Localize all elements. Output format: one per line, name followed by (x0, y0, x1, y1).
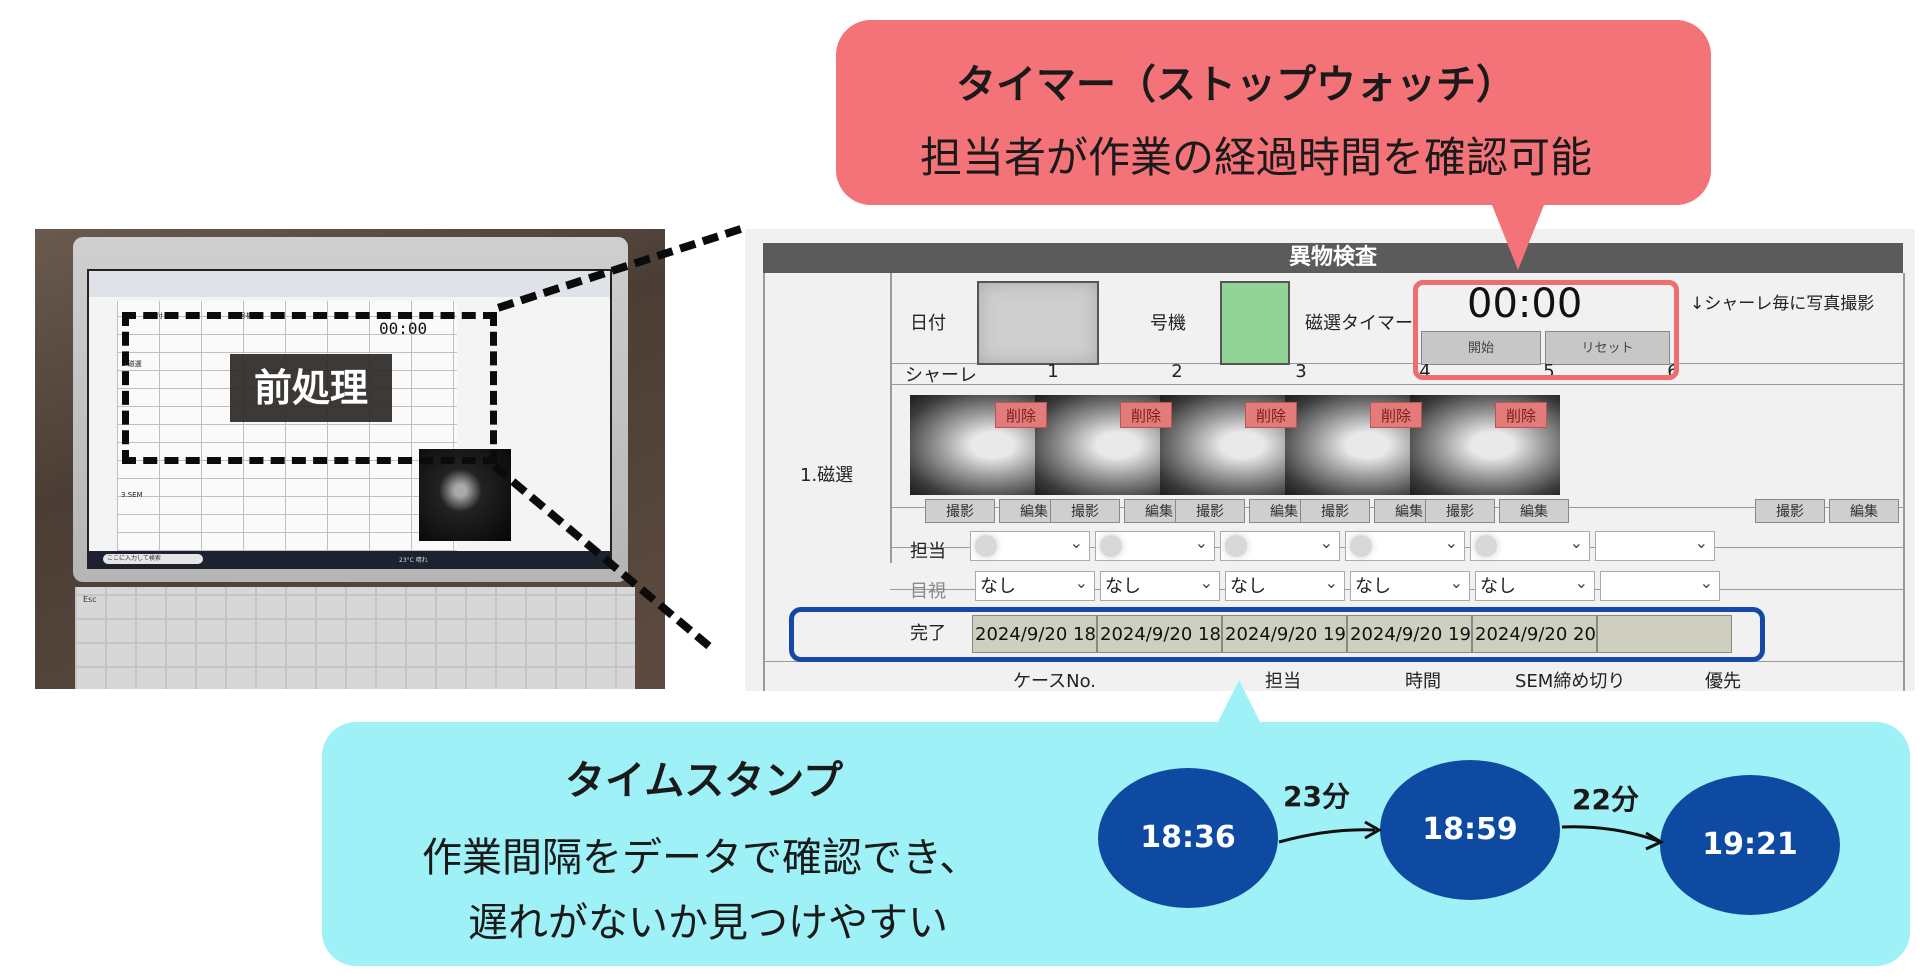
dish-number-5: 5 (1543, 361, 1555, 382)
grid-line (890, 384, 1905, 385)
capture-button-6[interactable]: 撮影 (1755, 499, 1825, 523)
delete-button-5[interactable]: 削除 (1495, 402, 1547, 428)
delete-button-4[interactable]: 削除 (1370, 402, 1422, 428)
arrow-right-icon (1561, 825, 1665, 851)
delete-button-3[interactable]: 削除 (1245, 402, 1297, 428)
edit-button-5[interactable]: 編集 (1499, 499, 1569, 523)
header-person: 担当 (1265, 671, 1301, 691)
timer-highlight (1413, 280, 1679, 380)
dish-number-4: 4 (1419, 361, 1431, 382)
magnet-timer-label: 磁選タイマー (1305, 313, 1413, 334)
zoom-region-label: 前処理 (230, 354, 392, 422)
photo-hint: ↓シャーレ毎に写真撮影 (1690, 294, 1875, 314)
visual-select-3[interactable]: なし (1225, 568, 1345, 601)
mini-sem-label: 3.SEM (121, 491, 143, 499)
zoomed-screen: 異物検査 日付 号機 磁選タイマー 00:00 開始 リセット ↓シャーレ毎に写… (745, 229, 1915, 691)
visual-select-6[interactable] (1600, 568, 1720, 601)
capture-button-4[interactable]: 撮影 (1300, 499, 1370, 523)
capture-button-2[interactable]: 撮影 (1050, 499, 1120, 523)
dish-label: シャーレ (905, 365, 977, 386)
header-priority: 優先 (1705, 671, 1741, 691)
header-case-no: ケースNo. (1013, 671, 1096, 691)
mini-timer: 00:00 (379, 319, 428, 338)
capture-button-1[interactable]: 撮影 (925, 499, 995, 523)
timestamp-diff-2: 22分 (1572, 783, 1639, 816)
laptop-keyboard: Esc (75, 587, 635, 689)
visual-label: 目視 (910, 581, 946, 602)
visual-select-5[interactable]: なし (1475, 568, 1595, 601)
browser-bar (89, 271, 610, 297)
header-sem-deadline: SEM締め切り (1515, 671, 1626, 691)
esc-key: Esc (83, 595, 97, 604)
process-label: 1.磁選 (800, 465, 854, 486)
date-label: 日付 (910, 313, 946, 334)
timer-start-button[interactable]: 開始 (1421, 331, 1541, 365)
taskbar-weather: 23°C 晴れ (399, 557, 428, 564)
timer-reset-button[interactable]: リセット (1545, 331, 1670, 365)
arrow-right-icon (1278, 820, 1383, 844)
done-label: 完了 (910, 623, 946, 644)
zoom-region-outline (122, 312, 497, 464)
timestamp-circle-3: 19:21 (1660, 775, 1840, 915)
timer-callout: タイマー（ストップウォッチ） 担当者が作業の経過時間を確認可能 (836, 20, 1711, 205)
timestamp-circle-1: 18:36 (1098, 768, 1278, 908)
timestamp-callout-title: タイムスタンプ (565, 758, 843, 804)
date-value-blurred (977, 281, 1099, 365)
mini-process-label: 1.磁選 (121, 360, 142, 368)
done-time-2: 2024/9/20 18:59 (1097, 615, 1222, 653)
timestamp-callout-line2: 遅れがないか見つけやすい (468, 900, 948, 946)
visual-select-2[interactable]: なし (1100, 568, 1220, 601)
dish-number-1: 1 (1047, 361, 1059, 382)
done-time-1: 2024/9/20 18:36 (972, 615, 1097, 653)
timestamp-diff-1: 23分 (1283, 780, 1350, 813)
capture-button-3[interactable]: 撮影 (1175, 499, 1245, 523)
timestamp-callout-pointer (1215, 680, 1263, 728)
dish-number-3: 3 (1295, 361, 1307, 382)
timestamp-highlight (789, 607, 1765, 662)
timer-callout-pointer (1490, 200, 1546, 270)
taskbar-search[interactable]: ここに入力して検索 (103, 554, 203, 564)
grid-line (890, 363, 1905, 364)
timestamp-circle-2: 18:59 (1380, 760, 1560, 900)
person-blurred-1 (975, 535, 997, 557)
timer-callout-subtitle: 担当者が作業の経過時間を確認可能 (920, 133, 1593, 182)
delete-button-2[interactable]: 削除 (1120, 402, 1172, 428)
timestamp-callout-line1: 作業間隔をデータで確認でき、 (422, 835, 980, 881)
timer-callout-title: タイマー（ストップウォッチ） (956, 62, 1516, 108)
person-blurred-3 (1225, 535, 1247, 557)
done-time-3: 2024/9/20 19:21 (1222, 615, 1347, 653)
taskbar: ここに入力して検索 23°C 晴れ (89, 551, 610, 567)
done-time-5: 2024/9/20 20:07 (1472, 615, 1597, 653)
visual-select-4[interactable]: なし (1350, 568, 1470, 601)
laptop-photo: 日付 号機 00:00 1.磁選 3.SEM ここに入力して検索 23°C 晴れ… (35, 229, 665, 689)
machine-value-blurred (1220, 281, 1290, 365)
visual-select-1[interactable]: なし (975, 568, 1095, 601)
person-blurred-2 (1100, 535, 1122, 557)
person-select-6[interactable] (1595, 528, 1715, 561)
edit-button-6[interactable]: 編集 (1829, 499, 1899, 523)
person-blurred-5 (1475, 535, 1497, 557)
grid-line (1903, 273, 1905, 691)
timer-display: 00:00 (1467, 281, 1583, 327)
grid-line (890, 273, 892, 563)
capture-button-5[interactable]: 撮影 (1425, 499, 1495, 523)
done-time-4: 2024/9/20 19:44 (1347, 615, 1472, 653)
header-time: 時間 (1405, 671, 1441, 691)
person-blurred-4 (1350, 535, 1372, 557)
form-title: 異物検査 (763, 243, 1903, 273)
done-time-6 (1597, 615, 1732, 653)
grid-line (763, 273, 765, 691)
delete-button-1[interactable]: 削除 (995, 402, 1047, 428)
person-label: 担当 (910, 541, 946, 562)
machine-label: 号機 (1150, 313, 1186, 334)
dish-number-2: 2 (1171, 361, 1183, 382)
mini-form-grid (117, 301, 457, 551)
microscope-image (419, 449, 511, 541)
